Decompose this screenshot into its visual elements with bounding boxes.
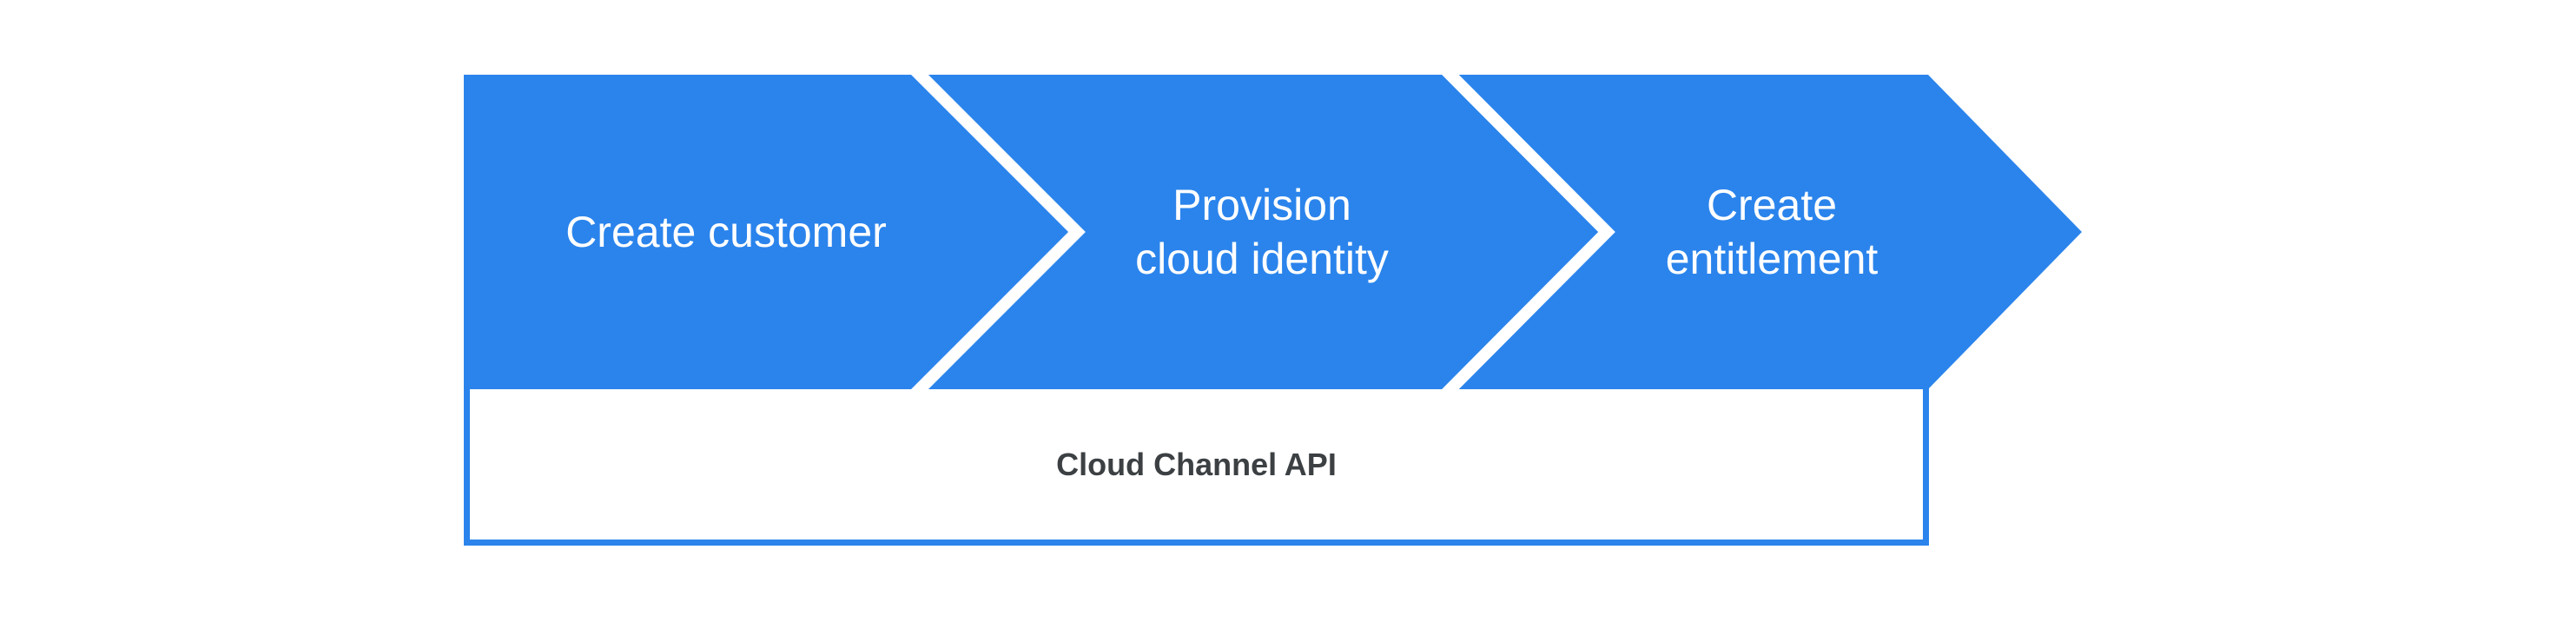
chevron-separator-1 xyxy=(908,63,1086,401)
arrow-band xyxy=(464,75,2082,389)
api-box xyxy=(464,383,1929,546)
chevron-separator-2 xyxy=(1439,63,1615,401)
